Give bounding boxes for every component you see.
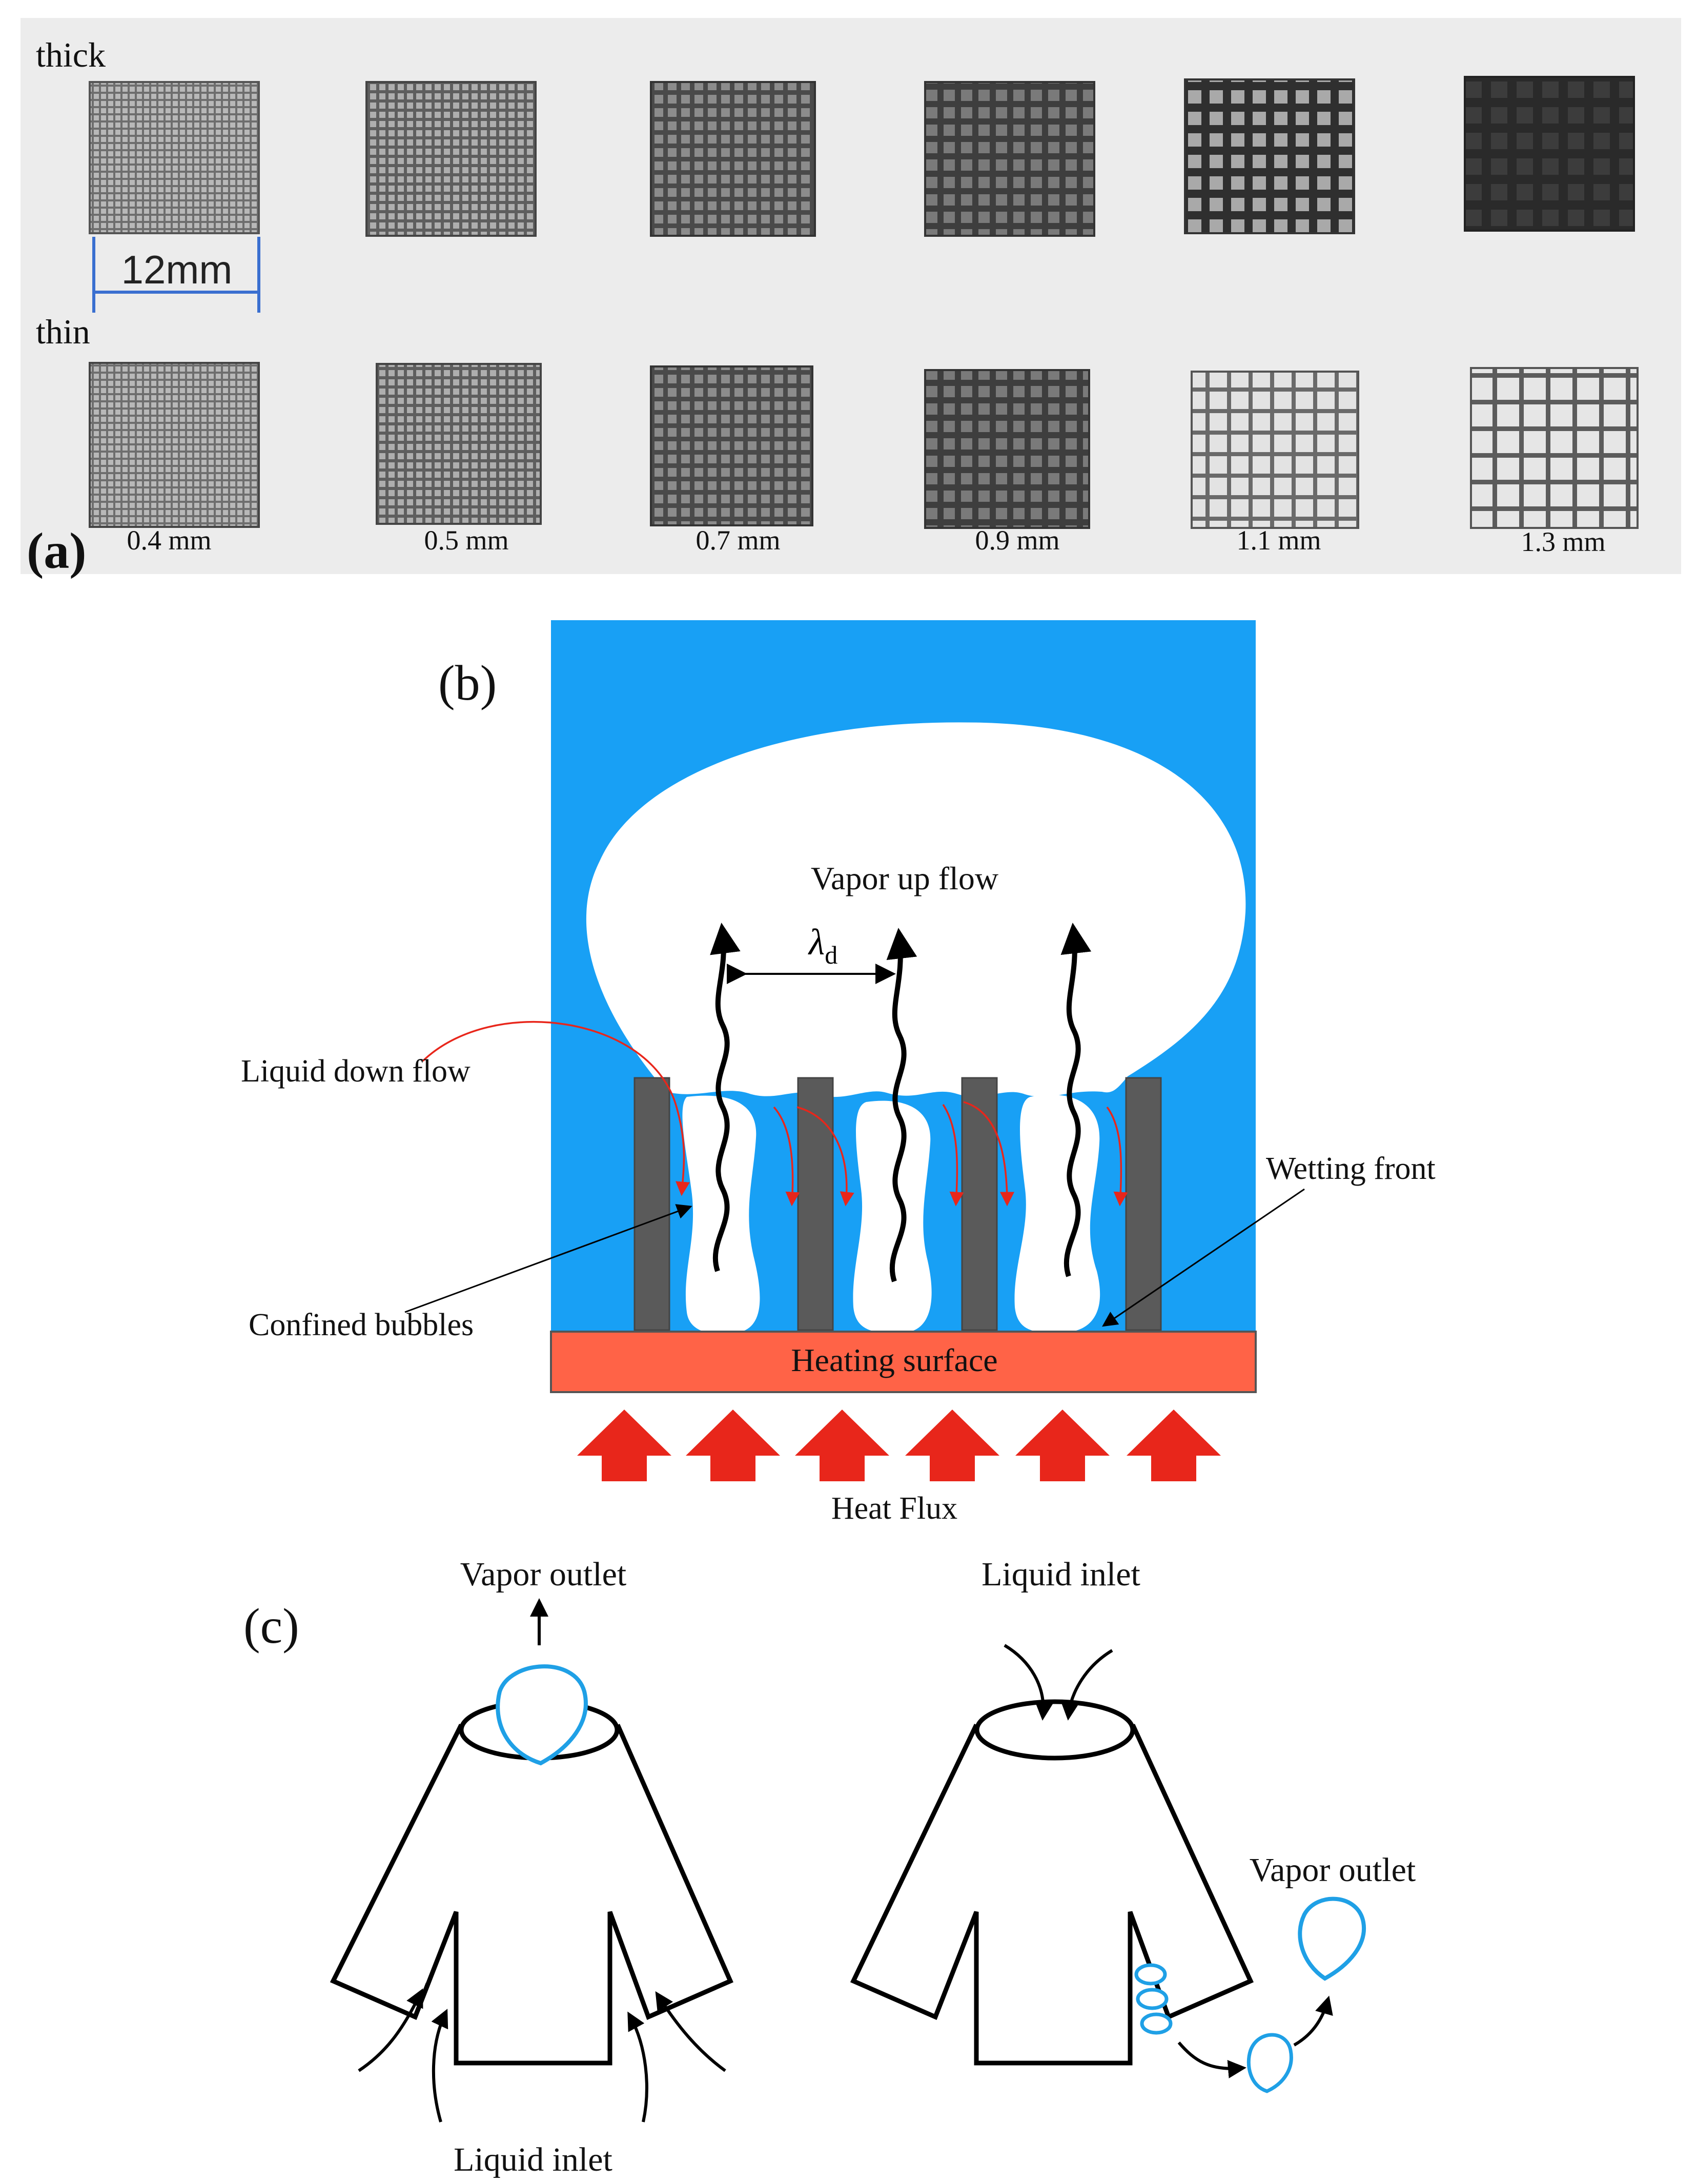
left-liquid-inlet-label: Liquid inlet <box>454 2141 612 2178</box>
liquid-inlet-arrow-1 <box>358 1988 423 2072</box>
liquid-inlet-arrow-4 <box>655 1991 726 2072</box>
vapor-arrow-2 <box>886 928 917 1282</box>
confined-bubble-3 <box>1014 1094 1100 1333</box>
sample-thin-09 <box>924 369 1090 529</box>
confined-bubble-2 <box>853 1100 932 1333</box>
escaping-bubble-arrow-1 <box>1177 2042 1246 2078</box>
panel-a: thick thin 12mm (a) 0.4 mm 0.5 mm 0.7 mm… <box>21 18 1681 579</box>
panel-c-label: (c) <box>243 1599 299 1654</box>
wetting-front-label: Wetting front <box>1266 1151 1436 1186</box>
row-label-thick: thick <box>36 35 106 74</box>
wetting-front-leader <box>1102 1188 1305 1327</box>
sample-thin-07 <box>650 365 813 526</box>
lambda-label: λd <box>808 922 837 969</box>
pillar-2 <box>797 1077 834 1331</box>
sample-thick-05 <box>365 81 537 237</box>
structure-left-body <box>330 1723 733 2066</box>
liquid-down-arrow-main <box>422 1020 690 1196</box>
lambda-symbol: λ <box>808 922 825 963</box>
sample-thin-05 <box>376 363 542 525</box>
liquid-inlet-arrow-5 <box>1004 1644 1054 1721</box>
liquid-inlet-arrow-6 <box>1060 1649 1113 1721</box>
heating-surface-label: Heating surface <box>791 1342 997 1378</box>
panel-b-label: (b) <box>438 656 497 711</box>
vapor-bubble-left <box>496 1664 588 1766</box>
size-label-5: 1.1 mm <box>1236 525 1321 556</box>
photo-background <box>21 18 1681 574</box>
sample-thick-07 <box>650 81 816 237</box>
confined-bubbles-label: Confined bubbles <box>249 1308 474 1342</box>
pillar-1 <box>633 1077 670 1331</box>
heat-flux-arrow-2 <box>686 1410 780 1481</box>
sample-thick-13 <box>1464 76 1635 232</box>
scale-bar-label: 12mm <box>121 247 233 292</box>
size-label-4: 0.9 mm <box>975 525 1059 556</box>
small-bubble-2 <box>1136 1988 1169 2010</box>
sample-thick-04 <box>89 81 260 234</box>
structure-right-body <box>850 1724 1254 2066</box>
heat-flux-label: Heat Flux <box>831 1491 957 1526</box>
sample-thick-11 <box>1184 78 1355 234</box>
heat-flux-arrow-4 <box>905 1410 999 1481</box>
escaping-bubble <box>1246 2033 1293 2093</box>
vapor-arrow-3 <box>1060 923 1092 1277</box>
vapor-bubble-right <box>1298 1896 1366 1981</box>
size-label-6: 1.3 mm <box>1521 526 1605 557</box>
small-bubble-1 <box>1134 1963 1167 1986</box>
panel-b: λd Vapor up flow (b) Liquid down flow We… <box>241 620 1436 1526</box>
row-label-thin: thin <box>36 312 90 351</box>
heat-flux-arrow-5 <box>1015 1410 1110 1481</box>
heat-flux-arrow-3 <box>795 1410 889 1481</box>
right-vapor-outlet-label: Vapor outlet <box>1250 1851 1416 1889</box>
size-label-3: 0.7 mm <box>696 525 780 556</box>
vapor-mushroom <box>586 722 1246 1097</box>
panel-c: (c) Vapor outlet Liquid inlet Liquid inl… <box>243 1556 1416 2178</box>
confined-bubbles-leader <box>404 1204 692 1313</box>
pillar-4 <box>1125 1077 1162 1331</box>
confined-bubble-1 <box>682 1095 760 1334</box>
liquid-down-arrow-5 <box>963 1101 1014 1207</box>
sample-thin-11 <box>1191 371 1359 529</box>
left-vapor-outlet-label: Vapor outlet <box>460 1556 626 1593</box>
small-bubble-3 <box>1140 2012 1173 2035</box>
liquid-inlet-arrow-2 <box>431 2009 448 2122</box>
heat-flux-arrow-6 <box>1127 1410 1221 1481</box>
sample-thick-09 <box>924 81 1095 237</box>
liquid-down-flow-label: Liquid down flow <box>241 1054 471 1089</box>
escaping-bubble-arrow-2 <box>1293 1995 1333 2047</box>
lambda-subscript: d <box>825 941 837 969</box>
sample-thin-04 <box>89 362 260 528</box>
liquid-down-arrow-3 <box>796 1106 854 1207</box>
pillar-3 <box>961 1077 998 1331</box>
panel-a-label: (a) <box>27 522 87 579</box>
heating-surface <box>550 1331 1257 1393</box>
heat-flux-arrow-1 <box>577 1410 671 1481</box>
size-label-2: 0.5 mm <box>424 525 508 556</box>
sample-thin-13 <box>1470 367 1639 529</box>
scale-bar: 12mm <box>92 237 260 313</box>
structure-right <box>850 1699 1254 2066</box>
vapor-up-flow-label: Vapor up flow <box>811 860 998 896</box>
liquid-down-arrow-2 <box>773 1106 800 1207</box>
right-liquid-inlet-label: Liquid inlet <box>982 1556 1140 1593</box>
vapor-arrow-1 <box>710 923 741 1272</box>
liquid-inlet-arrow-3 <box>627 2011 648 2122</box>
size-label-1: 0.4 mm <box>127 525 211 556</box>
liquid-down-arrow-6 <box>1106 1106 1128 1207</box>
structure-right-top <box>974 1699 1135 1761</box>
liquid-down-arrow-4 <box>942 1104 964 1207</box>
